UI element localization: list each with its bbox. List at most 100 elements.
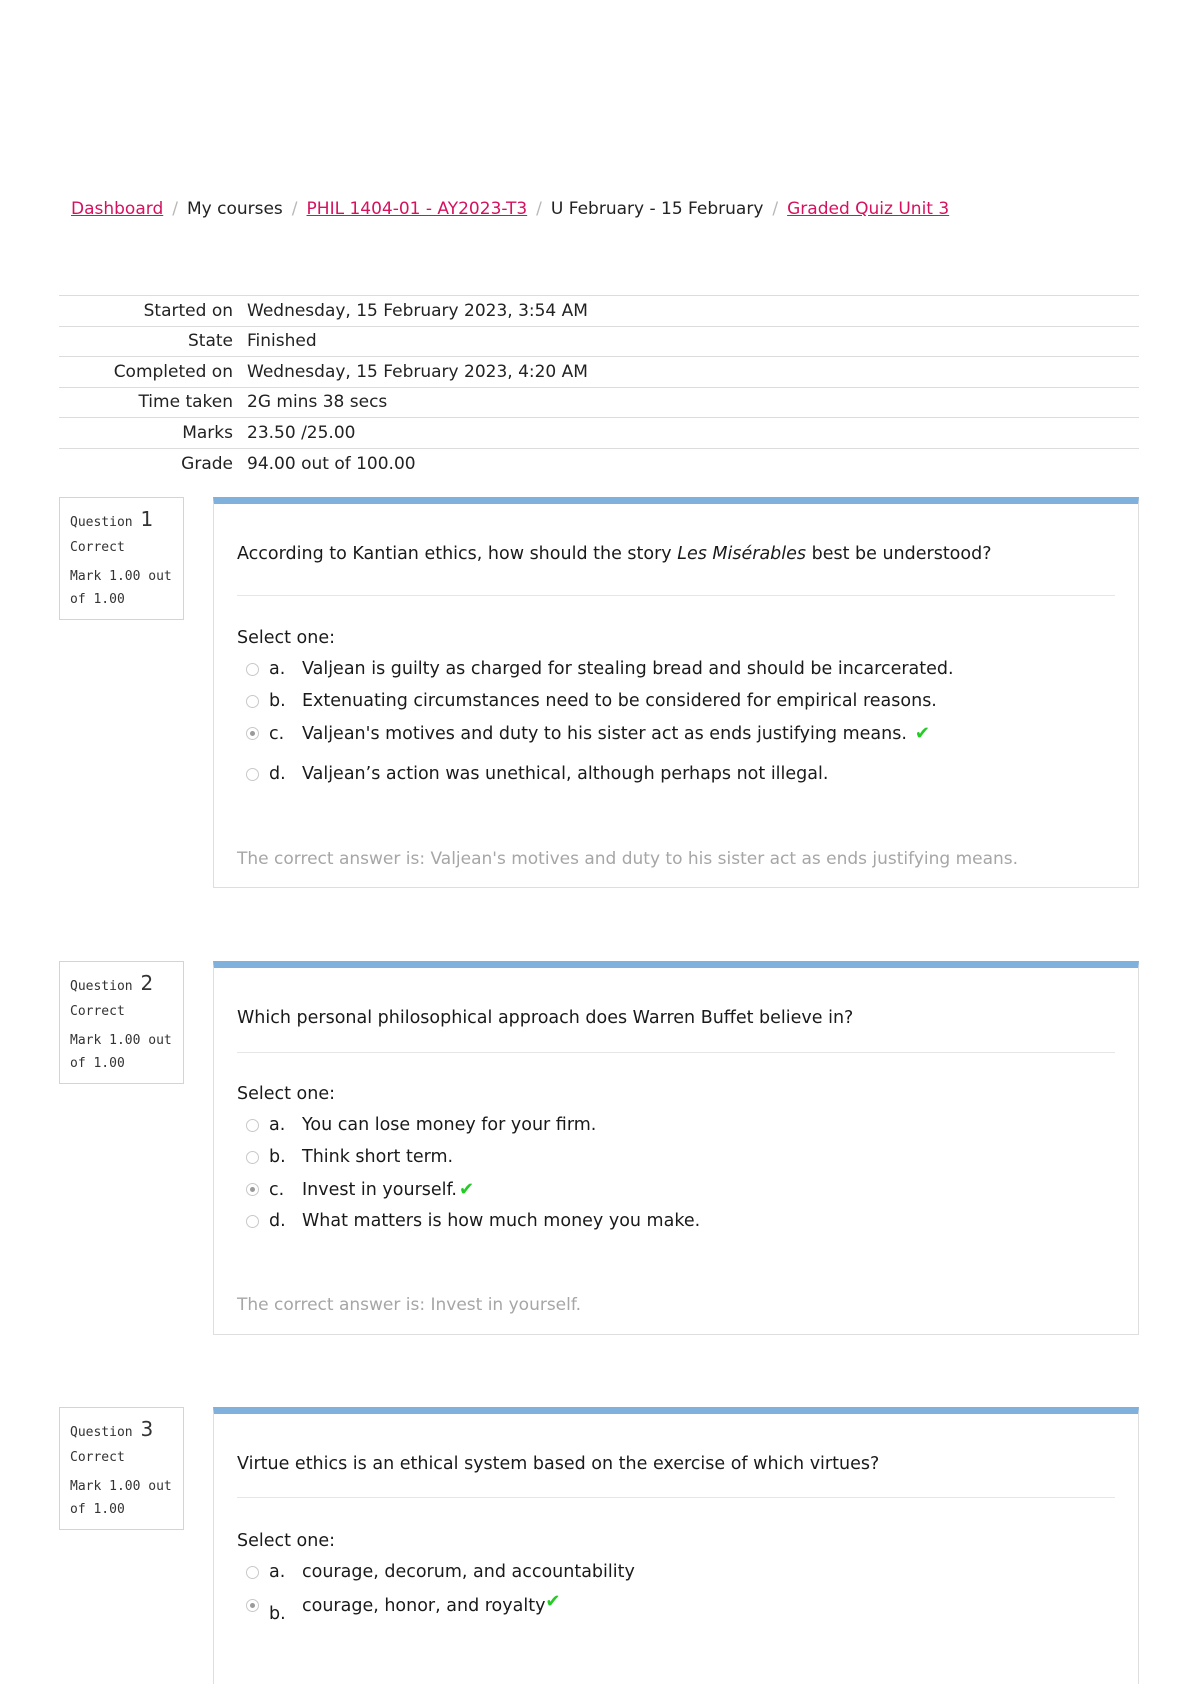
answer-option-b[interactable]: b. Extenuating circumstances need to be c… xyxy=(246,691,937,711)
question-divider xyxy=(237,595,1115,596)
answer-option-d[interactable]: d. Valjean’s action was unethical, althou… xyxy=(246,764,828,784)
answer-text: Invest in yourself. xyxy=(302,1179,457,1200)
question-status: Correct xyxy=(70,1004,125,1019)
summary-value: 2G mins 38 secs xyxy=(247,392,388,413)
question-number: 2 xyxy=(140,971,154,995)
correct-answer-feedback: The correct answer is: Valjean's motives… xyxy=(237,849,1019,869)
summary-label: Time taken xyxy=(138,392,233,413)
breadcrumb: Dashboard / My courses / PHIL 1404-01 - AY20… xyxy=(71,199,949,219)
select-one-label: Select one: xyxy=(237,1531,336,1551)
breadcrumb-separator: / xyxy=(291,199,298,219)
summary-label: Completed on xyxy=(113,361,233,382)
summary-row-marks: Marks 23.50 /25.00 xyxy=(59,417,1139,449)
question-text-part: According to Kantian ethics, how should … xyxy=(237,544,678,564)
correct-answer-feedback: The correct answer is: Invest in yoursel… xyxy=(237,1295,582,1315)
breadcrumb-course-link[interactable]: PHIL 1404-01 - AY2023-T3 xyxy=(306,199,528,219)
answer-letter: a. xyxy=(269,1115,286,1135)
summary-row-state: State Finished xyxy=(59,326,1139,357)
summary-row-completed: Completed on Wednesday, 15 February 2023,… xyxy=(59,356,1139,388)
breadcrumb-separator: / xyxy=(172,199,178,219)
question-status: Correct xyxy=(70,1450,125,1465)
breadcrumb-my-courses: My courses xyxy=(186,199,283,219)
answer-letter: d. xyxy=(269,764,286,784)
question-text: Virtue ethics is an ethical system based… xyxy=(237,1454,880,1474)
question-number: 1 xyxy=(140,507,154,531)
summary-label: Started on xyxy=(143,300,233,321)
summary-value: 23.50 /25.00 xyxy=(247,422,356,443)
question-divider xyxy=(237,1497,1115,1498)
summary-label: State xyxy=(188,331,233,352)
answer-option-c[interactable]: c. Valjean's motives and duty to his sist… xyxy=(246,723,930,744)
answer-letter: a. xyxy=(269,1562,286,1582)
radio-icon[interactable] xyxy=(246,1214,259,1228)
question-text: According to Kantian ethics, how should … xyxy=(237,544,992,564)
question-text-title: Les Misérables xyxy=(677,544,807,564)
question-info-1: Question 1 Correct Mark 1.00 out of 1.00 xyxy=(59,497,184,620)
answer-letter: c. xyxy=(269,723,285,744)
summary-value: Wednesday, 15 February 2023, 4:20 AM xyxy=(247,361,588,382)
question-text-part: best be understood? xyxy=(806,544,992,564)
answer-option-b[interactable]: b. Think short term. xyxy=(246,1147,453,1167)
answer-text: Think short term. xyxy=(302,1147,454,1167)
question-text: Which personal philosophical approach do… xyxy=(237,1008,854,1028)
answer-option-a[interactable]: a. courage, decorum, and accountability xyxy=(246,1562,635,1582)
check-icon: ✔ xyxy=(458,1179,475,1200)
answer-option-c[interactable]: c. Invest in yourself.✔ xyxy=(246,1179,474,1200)
radio-icon[interactable] xyxy=(246,727,259,740)
summary-label: Marks xyxy=(182,422,233,443)
answer-option-b[interactable]: b. courage, honor, and royalty✔ xyxy=(246,1591,561,1624)
question-label: Question xyxy=(70,515,133,530)
answer-text: You can lose money for your firm. xyxy=(302,1115,597,1135)
question-mark: Mark 1.00 out of 1.00 xyxy=(70,569,172,607)
answer-letter: c. xyxy=(269,1179,285,1200)
answer-text: Valjean is guilty as charged for stealin… xyxy=(302,659,954,679)
question-mark: Mark 1.00 out of 1.00 xyxy=(70,1479,172,1517)
summary-row-grade: Grade 94.00 out of 100.00 xyxy=(59,448,1139,479)
answer-letter: b. xyxy=(269,1147,286,1167)
answer-text: Extenuating circumstances need to be con… xyxy=(302,691,937,711)
select-one-label: Select one: xyxy=(237,1084,336,1104)
answer-letter: b. xyxy=(269,691,286,711)
radio-icon[interactable] xyxy=(246,662,259,676)
answer-text: Valjean’s action was unethical, although… xyxy=(302,764,829,784)
summary-value: Wednesday, 15 February 2023, 3:54 AM xyxy=(247,300,588,321)
question-label: Question xyxy=(70,1425,133,1440)
radio-icon[interactable] xyxy=(246,1150,259,1164)
radio-icon[interactable] xyxy=(246,1183,259,1196)
attempt-summary-table: Started on Wednesday, 15 February 2023, 3… xyxy=(59,295,1139,479)
breadcrumb-separator: / xyxy=(772,199,779,219)
answer-letter: d. xyxy=(269,1211,286,1231)
question-divider xyxy=(237,1052,1115,1053)
radio-icon[interactable] xyxy=(246,1565,259,1579)
breadcrumb-week: U February - 15 February xyxy=(550,199,764,219)
question-info-3: Question 3 Correct Mark 1.00 out of 1.00 xyxy=(59,1407,184,1530)
radio-icon[interactable] xyxy=(246,767,259,781)
radio-icon[interactable] xyxy=(246,1599,259,1612)
select-one-label: Select one: xyxy=(237,628,336,648)
summary-label: Grade xyxy=(181,453,233,474)
question-card-1: According to Kantian ethics, how should … xyxy=(213,497,1139,888)
answer-text: courage, honor, and royalty xyxy=(302,1595,546,1616)
question-number: 3 xyxy=(140,1417,154,1441)
question-card-3: Virtue ethics is an ethical system based… xyxy=(213,1407,1139,1684)
answer-text: Valjean's motives and duty to his sister… xyxy=(302,723,907,744)
summary-value: 94.00 out of 100.00 xyxy=(247,453,416,474)
breadcrumb-dashboard-link[interactable]: Dashboard xyxy=(71,199,164,219)
summary-row-started: Started on Wednesday, 15 February 2023, 3… xyxy=(59,295,1139,327)
summary-value: Finished xyxy=(247,331,317,352)
answer-letter: a. xyxy=(269,659,286,679)
check-icon: ✔ xyxy=(914,723,930,744)
radio-icon[interactable] xyxy=(246,694,259,708)
question-status: Correct xyxy=(70,540,125,555)
breadcrumb-quiz-link[interactable]: Graded Quiz Unit 3 xyxy=(787,199,950,219)
answer-text: What matters is how much money you make. xyxy=(302,1211,701,1231)
summary-row-time-taken: Time taken 2G mins 38 secs xyxy=(59,387,1139,418)
answer-text: courage, decorum, and accountability xyxy=(302,1562,635,1582)
answer-option-a[interactable]: a. Valjean is guilty as charged for steal… xyxy=(246,659,954,679)
answer-letter: b. xyxy=(269,1603,286,1624)
question-mark: Mark 1.00 out of 1.00 xyxy=(70,1033,172,1071)
radio-icon[interactable] xyxy=(246,1118,259,1132)
check-icon: ✔ xyxy=(545,1591,561,1612)
answer-option-d[interactable]: d. What matters is how much money you mak… xyxy=(246,1211,700,1231)
answer-option-a[interactable]: a. You can lose money for your firm. xyxy=(246,1115,596,1135)
